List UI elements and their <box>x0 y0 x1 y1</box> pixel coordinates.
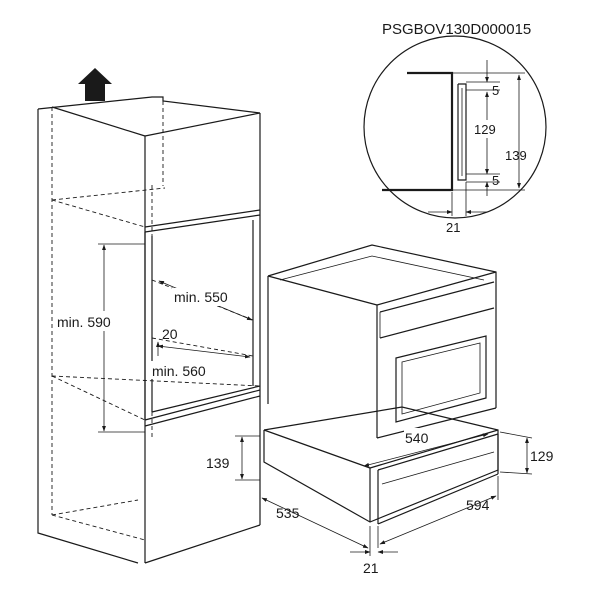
ventilation-arrow-icon <box>78 68 112 101</box>
cabinet-dim-20: 20 <box>162 326 178 342</box>
drawer-dim-594: 594 <box>466 497 490 513</box>
cabinet-dim-min-560: min. 560 <box>152 363 206 379</box>
detail-view: 5 129 139 5 21 <box>363 35 547 235</box>
warming-drawer: 540 129 594 535 21 <box>259 406 554 576</box>
detail-dim-21: 21 <box>446 220 460 235</box>
cabinet-dim-min-590: min. 590 <box>57 314 111 330</box>
tall-cabinet: min. 590 min. 550 20 min. 560 139 <box>37 68 261 564</box>
oven-door-window <box>395 335 487 423</box>
drawing-code: PSGBOV130D000015 <box>382 21 531 38</box>
cabinet-dim-535: 535 <box>276 505 300 521</box>
detail-dim-5-top: 5 <box>492 83 499 98</box>
oven-appliance <box>267 244 497 439</box>
detail-dim-5-bottom: 5 <box>492 173 499 188</box>
detail-circle <box>363 35 547 219</box>
detail-frame-profile <box>457 83 467 181</box>
drawer-dim-129: 129 <box>530 448 554 464</box>
detail-dim-129: 129 <box>474 122 496 137</box>
drawer-dim-540: 540 <box>405 430 429 446</box>
detail-dim-139: 139 <box>505 148 527 163</box>
detail-top-plate <box>407 71 454 82</box>
cabinet-dim-139: 139 <box>206 455 230 471</box>
cabinet-dim-21: 21 <box>363 560 379 576</box>
detail-bottom-plate <box>382 180 454 192</box>
cabinet-dim-min-550: min. 550 <box>174 289 228 305</box>
